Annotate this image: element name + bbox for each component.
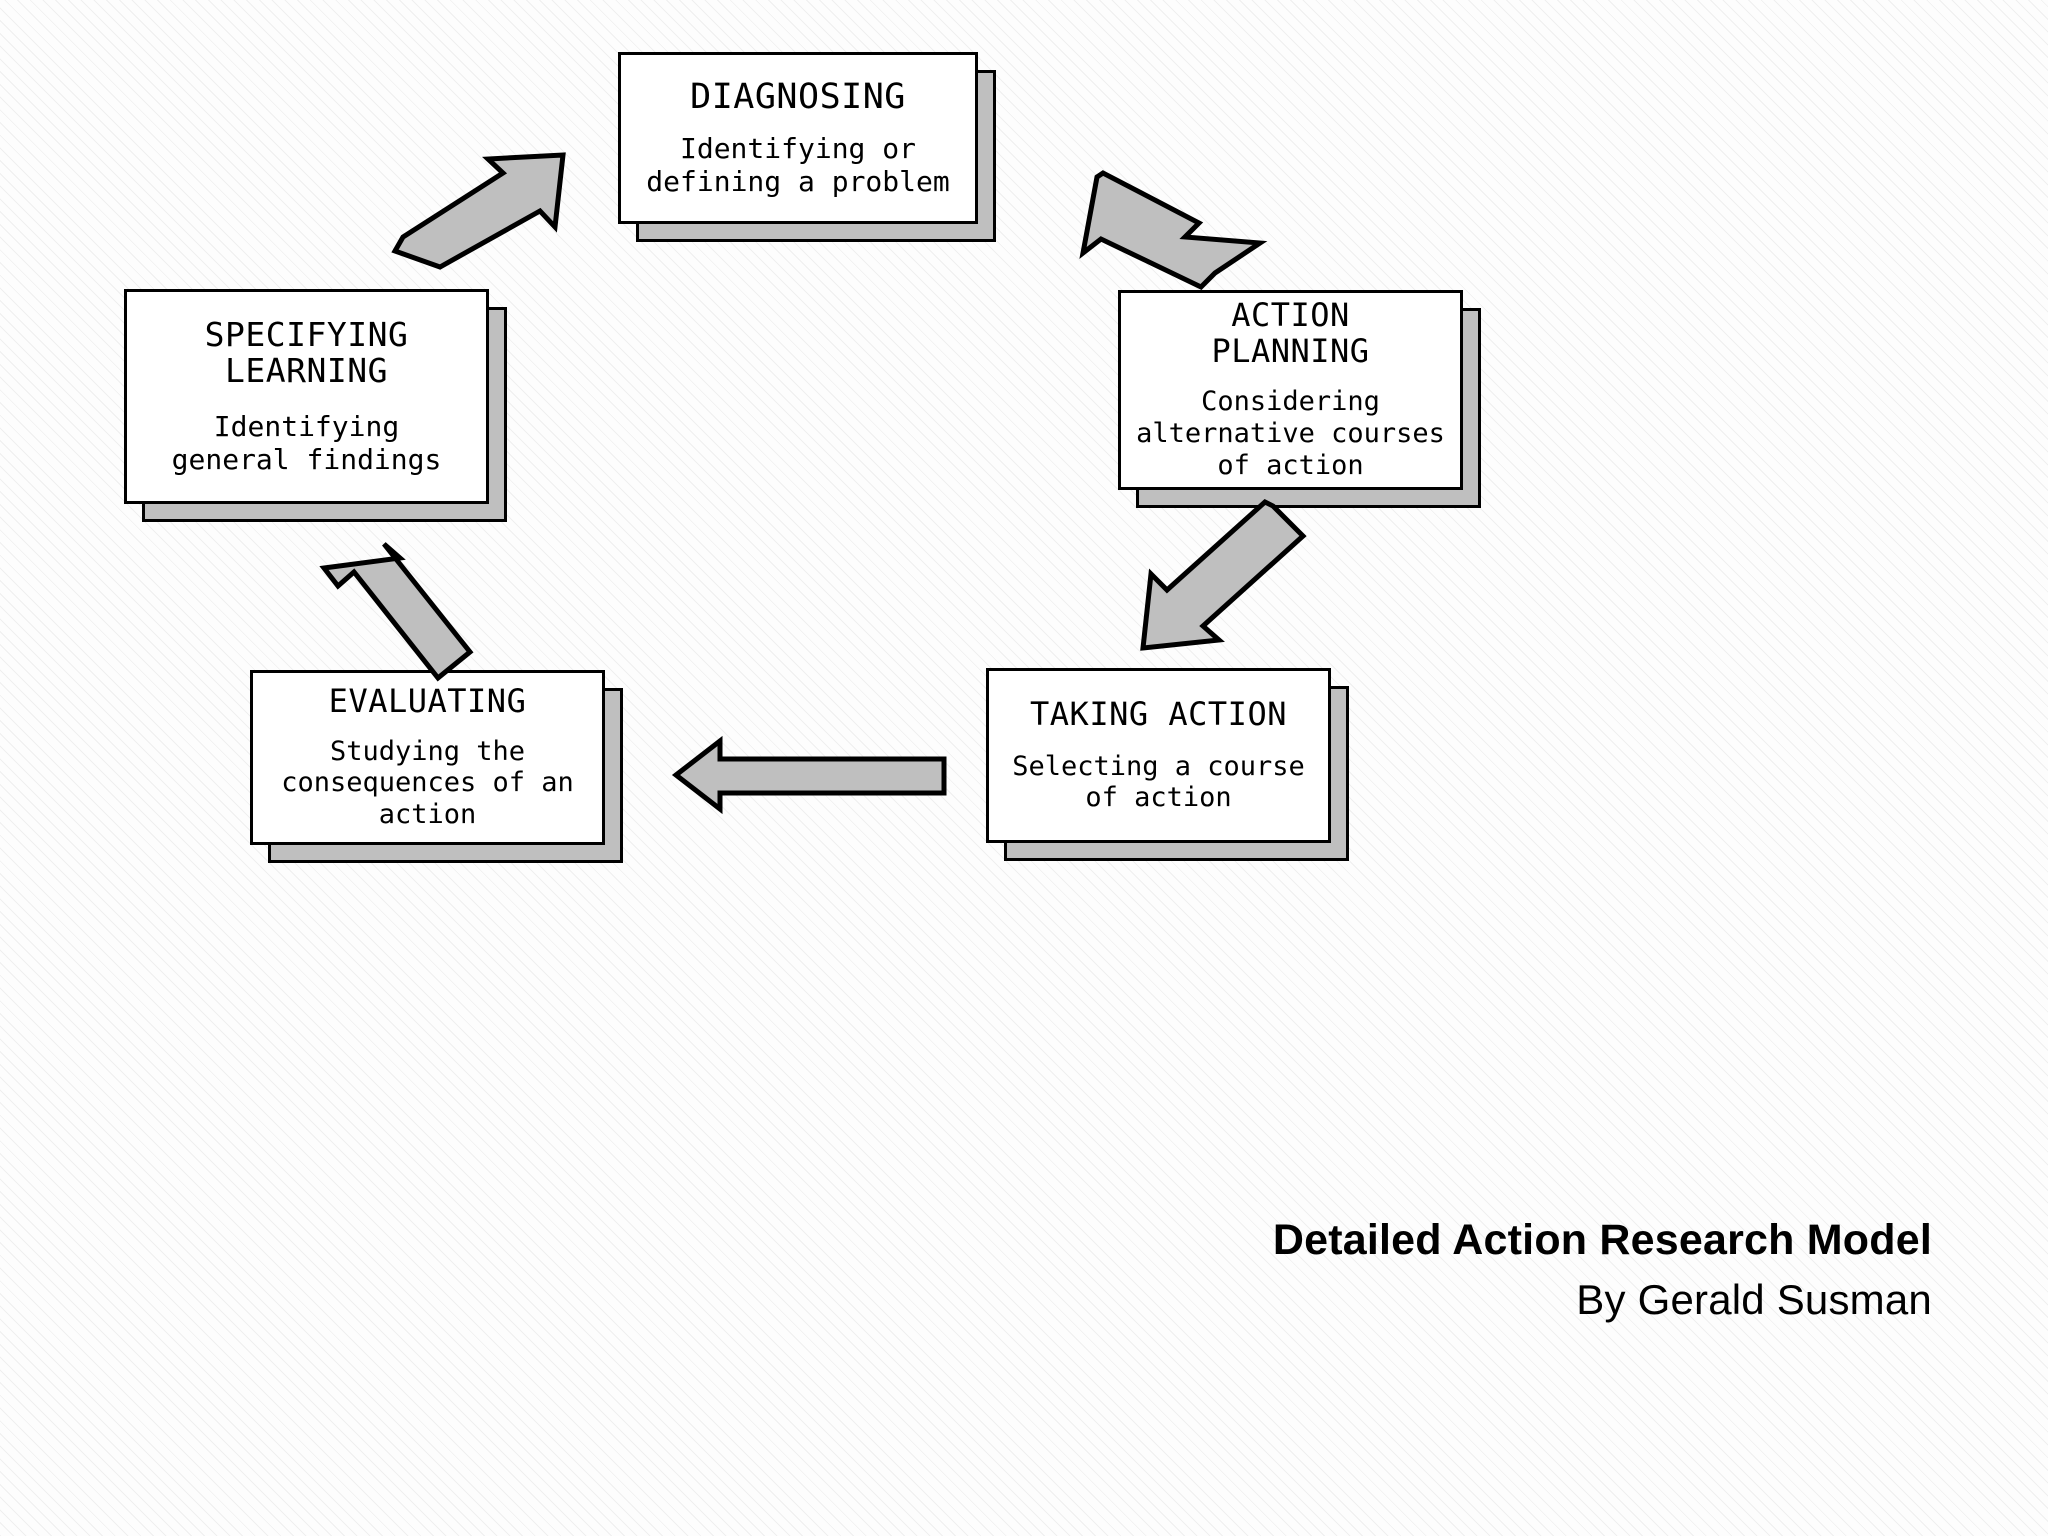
node-evaluating: EVALUATING Studying the consequences of … [250, 670, 623, 863]
node-taking-action: TAKING ACTION Selecting a course of acti… [986, 668, 1349, 861]
node-evaluating-title: EVALUATING [328, 681, 527, 720]
node-taking-action-description: Selecting a course of action [1012, 750, 1305, 814]
node-action-planning-face: ACTION PLANNING Considering alternative … [1118, 290, 1463, 490]
diagram-author: By Gerald Susman [1576, 1275, 1932, 1323]
diagram-caption: Detailed Action Research Model By Gerald… [0, 1215, 1932, 1326]
node-action-planning: ACTION PLANNING Considering alternative … [1118, 290, 1481, 508]
node-specifying-learning-description: Identifying general findings [171, 410, 442, 477]
arrow-taking-action-to-evaluating-icon [671, 735, 952, 815]
arrow-diagnosing-to-action-planning-icon [1075, 165, 1275, 300]
node-specifying-learning-face: SPECIFYING LEARNING Identifying general … [124, 289, 489, 504]
node-specifying-learning-title: SPECIFYING LEARNING [204, 314, 409, 391]
node-specifying-learning: SPECIFYING LEARNING Identifying general … [124, 289, 507, 522]
node-taking-action-title: TAKING ACTION [1030, 694, 1287, 733]
node-action-planning-description: Considering alternative courses of actio… [1136, 386, 1445, 481]
node-evaluating-face: EVALUATING Studying the consequences of … [250, 670, 605, 845]
node-evaluating-description: Studying the consequences of an action [281, 735, 574, 831]
node-diagnosing: DIAGNOSING Identifying or defining a pro… [618, 52, 996, 242]
node-taking-action-face: TAKING ACTION Selecting a course of acti… [986, 668, 1331, 843]
node-diagnosing-title: DIAGNOSING [690, 77, 906, 118]
arrow-action-planning-to-taking-action-icon [1125, 499, 1315, 660]
node-action-planning-title: ACTION PLANNING [1211, 296, 1370, 371]
diagram-title: Detailed Action Research Model [1272, 1216, 1932, 1264]
arrow-evaluating-to-specifying-icon [280, 520, 480, 685]
node-diagnosing-description: Identifying or defining a problem [646, 131, 950, 198]
node-diagnosing-face: DIAGNOSING Identifying or defining a pro… [618, 52, 978, 224]
arrow-specifying-to-diagnosing-icon [385, 145, 585, 275]
